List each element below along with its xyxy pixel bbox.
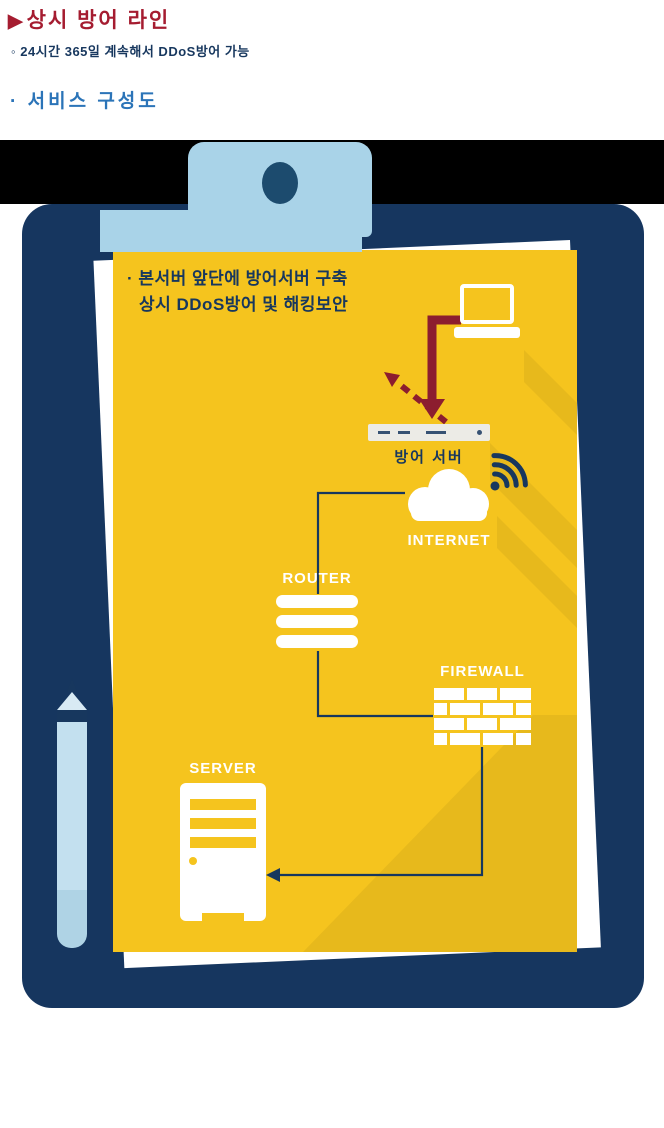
server-power-dot [189,857,197,865]
page-title: ▶상시 방어 라인 [8,4,170,34]
server-stripe [190,818,256,829]
server-label: SERVER [189,760,257,777]
feature-bullet-text: ◦ 24시간 365일 계속해서 DDoS방어 가능 [11,44,250,59]
firewall-label: FIREWALL [440,663,525,680]
connector-arrowhead-icon [266,868,280,882]
router-label: ROUTER [282,570,352,587]
laptop-icon [454,284,520,338]
big-diagonal-shadow [303,715,577,952]
router-slab [276,635,358,648]
router-icon [276,595,358,655]
pen-cap [57,890,87,948]
vent-mark [426,431,446,434]
defense-server-bar-icon [368,424,490,441]
vent-mark [378,431,390,434]
laptop-screen [460,284,514,324]
defense-server-label: 방어 서버 [394,449,464,466]
power-dot [477,430,482,435]
cloud-shadow [497,516,577,628]
cloud-icon [401,464,497,528]
section-subtitle: · 서비스 구성도 [10,91,159,112]
pen-band [57,710,87,722]
internet-label: INTERNET [407,532,491,549]
paper-note: · 본서버 앞단에 방어서버 구축 상시 DDoS방어 및 해킹보안 [127,266,348,318]
clip-hole [262,162,298,204]
router-slab [276,595,358,608]
pen-icon [57,678,87,948]
connector-internet-router [316,491,405,594]
server-stripe [190,837,256,848]
vent-mark [398,431,410,434]
pen-tip [67,678,77,692]
firewall-icon [434,688,531,746]
server-stripe [190,799,256,810]
connector-firewall-server [279,747,484,877]
clipboard-clip [188,142,372,237]
diagram-lines [266,315,577,952]
pen-cone [57,692,87,710]
wifi-icon [473,450,528,494]
page-title-text: 상시 방어 라인 [26,9,171,32]
laptop-shadow [524,350,577,435]
paper-note-line1: · 본서버 앞단에 방어서버 구축 [127,269,348,288]
server-foot-notch [202,913,244,921]
server-tower-icon [180,783,266,921]
connector-router-firewall [316,651,433,718]
attack-arrow-icon [427,315,461,400]
router-slab [276,615,358,628]
pen-body [57,722,87,890]
laptop-base [454,327,520,338]
deflect-arrowhead-icon [384,372,400,387]
title-arrow-icon: ▶ [8,11,25,32]
deflect-arrow-icon [396,380,448,425]
paper-note-line2: 상시 DDoS방어 및 해킹보안 [139,295,349,314]
yellow-paper: · 본서버 앞단에 방어서버 구축 상시 DDoS방어 및 해킹보안 방어 서버 [113,250,577,952]
